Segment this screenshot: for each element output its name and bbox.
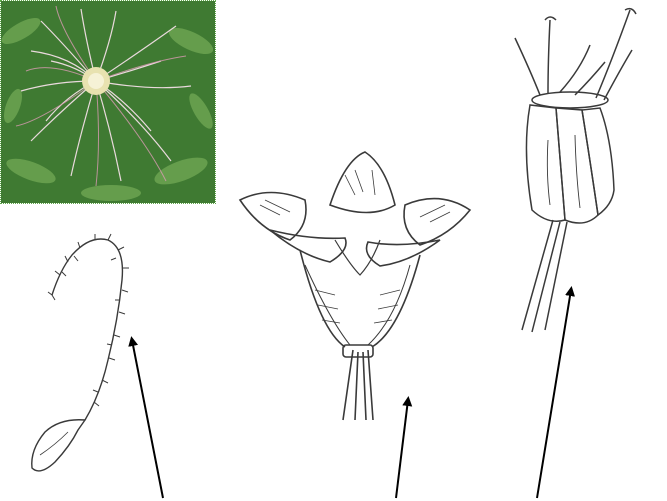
- flower-stalk: [343, 350, 373, 420]
- petal-front-right: [367, 240, 441, 266]
- plumed-achene-drawing: [32, 234, 129, 471]
- arrow-1: [132, 340, 163, 498]
- petal-top: [330, 152, 395, 213]
- petal-shading: [260, 170, 450, 222]
- petal-front-left: [270, 230, 346, 262]
- styles: [515, 10, 632, 100]
- stamen-pistil-drawing: [515, 9, 636, 332]
- anther-right: [582, 108, 614, 215]
- achene-plume-tail: [52, 239, 122, 420]
- anther-middle: [556, 108, 598, 223]
- bundle-top: [532, 92, 608, 108]
- achene-seed: [32, 420, 85, 471]
- petal-right: [404, 199, 470, 245]
- arrow-2: [396, 400, 408, 498]
- pointer-arrows: [132, 290, 571, 498]
- open-flower-drawing: [240, 152, 470, 420]
- arrow-3: [537, 290, 571, 498]
- bundle-stalk: [522, 220, 567, 332]
- flower-cup: [300, 250, 420, 347]
- anther-left: [526, 105, 565, 221]
